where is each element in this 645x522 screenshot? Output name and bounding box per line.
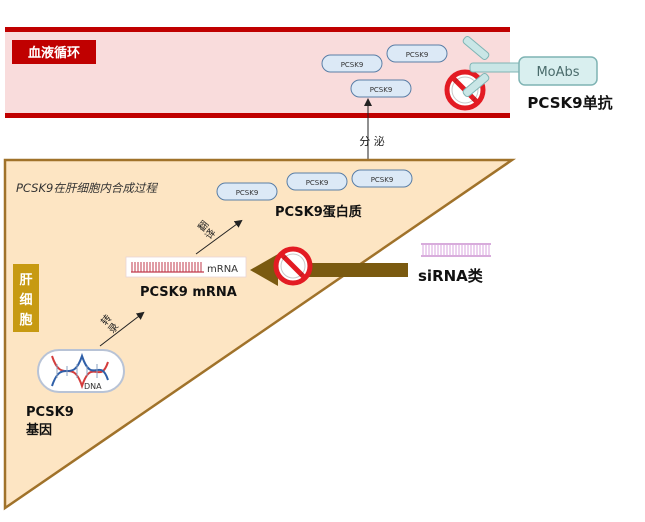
side-label-char-1: 肝 (19, 273, 32, 288)
liver-protein-1-label: PCSK9 (236, 189, 259, 197)
sirna-caption: siRNA类 (418, 267, 484, 285)
sirna-block-icon (273, 246, 313, 286)
moabs-box: MoAbs (518, 56, 598, 86)
liver-protein-1: PCSK9 (216, 182, 278, 201)
blood-protein-2-label: PCSK9 (406, 51, 429, 59)
blood-protein-1-label: PCSK9 (341, 61, 364, 69)
liver-protein-3: PCSK9 (351, 169, 413, 188)
liver-cell-triangle (3, 158, 517, 511)
blood-protein-1: PCSK9 (321, 54, 383, 73)
blood-band-top-border (5, 27, 510, 32)
protein-caption: PCSK9蛋白质 (275, 204, 362, 220)
blood-protein-3: PCSK9 (350, 79, 412, 98)
blood-protein-2: PCSK9 (386, 44, 448, 63)
blood-label-box: 血液循环 (12, 40, 96, 64)
side-label-char-2: 细 (19, 292, 32, 308)
mrna-strand-icon: mRNA (125, 256, 247, 278)
moabs-label: MoAbs (536, 65, 579, 80)
antibody-icon (462, 36, 523, 97)
dna-tag: DNA (84, 382, 102, 391)
translation-arrow (195, 219, 243, 255)
gene-caption-line-1: PCSK9 (26, 405, 74, 420)
liver-protein-2: PCSK9 (286, 172, 348, 191)
blood-protein-3-label: PCSK9 (370, 86, 393, 94)
liver-side-label: 肝 细 胞 (13, 264, 39, 332)
transcription-arrow (99, 311, 145, 347)
moabs-caption: PCSK9单抗 (527, 94, 612, 112)
sirna-strand-icon (421, 243, 491, 257)
side-label-char-3: 胞 (18, 312, 32, 328)
blood-label: 血液循环 (28, 45, 80, 61)
liver-protein-3-label: PCSK9 (371, 176, 394, 184)
mrna-tag: mRNA (207, 264, 238, 275)
blood-band-bottom-border (5, 113, 510, 118)
gene-caption-line-2: 基因 (25, 422, 52, 438)
liver-protein-2-label: PCSK9 (306, 179, 329, 187)
dna-icon: DNA (37, 349, 125, 393)
liver-process-title: PCSK9在肝细胞内合成过程 (16, 181, 158, 195)
secretion-label: 分 泌 (359, 135, 385, 148)
mrna-caption: PCSK9 mRNA (140, 285, 237, 300)
